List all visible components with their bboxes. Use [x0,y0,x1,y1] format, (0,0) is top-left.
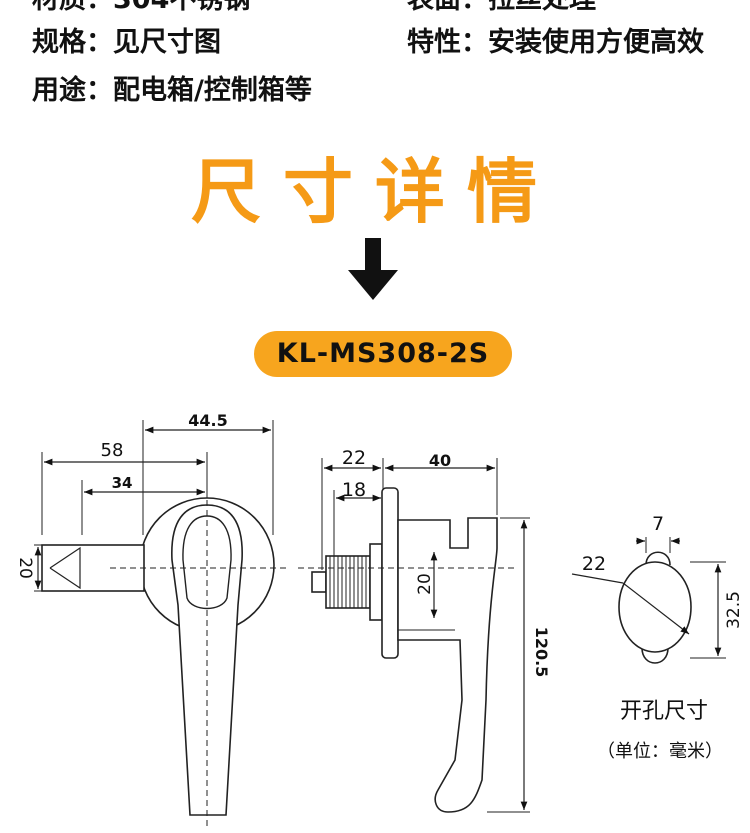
dim-34: 34 [112,474,133,492]
spec-usage-value: 配电箱/控制箱等 [113,75,312,106]
spec-feature: 特性：安装使用方便高效 [407,27,704,59]
dim-32-5: 32.5 [724,591,744,629]
down-arrow-icon [348,238,398,300]
spec-material-value: 304不锈钢 [113,0,250,15]
spec-feature-value: 安装使用方便高效 [488,27,704,58]
spec-size-value: 见尺寸图 [113,27,221,58]
model-badge: KL-MS308-2S [254,331,512,377]
dim-20-side: 20 [415,573,435,595]
spec-feature-label: 特性： [407,27,488,58]
spec-size: 规格：见尺寸图 [32,27,221,59]
spec-material: 材质：304不锈钢 [32,0,250,16]
front-view [34,420,290,828]
dim-20-front: 20 [15,557,35,579]
section-title: 尺寸详情 [191,151,559,233]
cutout-unit-note: （单位：毫米） [597,741,723,762]
spec-surface: 表面：拉丝处理 [407,0,596,16]
dim-18: 18 [342,479,366,501]
dim-58: 58 [101,440,124,461]
spec-usage: 用途：配电箱/控制箱等 [32,75,312,107]
spec-surface-value: 拉丝处理 [488,0,596,15]
dim-40: 40 [429,451,451,470]
dim-22-side: 22 [342,447,366,469]
dim-7: 7 [652,513,664,535]
dim-22-cutout: 22 [582,553,606,575]
dim-120-5: 120.5 [532,627,551,678]
spec-surface-label: 表面： [407,0,488,15]
side-view [298,458,530,813]
cutout-caption: 开孔尺寸 [620,699,708,724]
spec-material-label: 材质： [32,0,113,15]
spec-usage-label: 用途： [32,75,113,106]
dim-44-5: 44.5 [188,411,227,430]
spec-size-label: 规格： [32,27,113,58]
cutout-view [571,537,726,664]
